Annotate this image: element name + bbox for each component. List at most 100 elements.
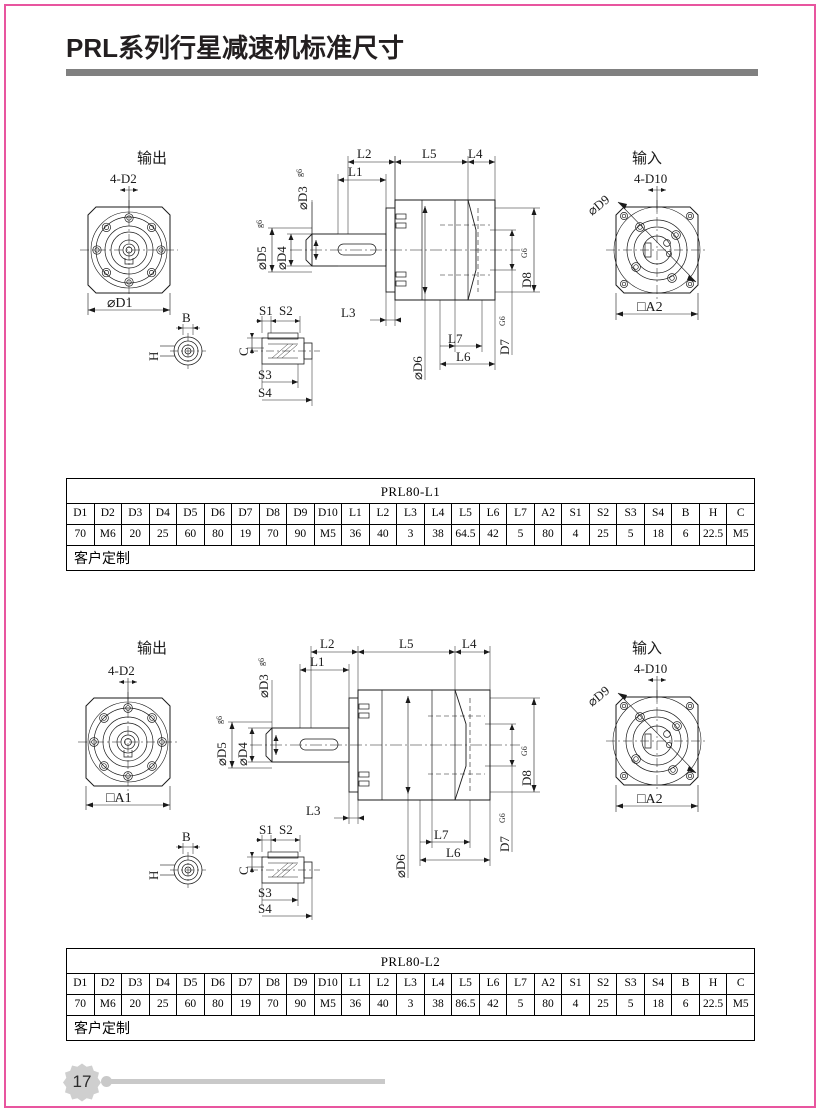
dim-s1-b: S1 (259, 822, 273, 837)
cell-value: 60 (176, 524, 205, 546)
svg-text:G6: G6 (520, 746, 529, 756)
table-title: PRL80-L2 (66, 948, 755, 974)
pitch-circle-top: ⌀D9 (584, 192, 612, 219)
dim-l2-b: L2 (320, 636, 334, 651)
bolt-callout-bottom-rear: 4-D10 (634, 661, 667, 676)
cell-value: 70 (258, 994, 288, 1016)
col-header: D5 (176, 973, 205, 995)
cell-value: 3 (396, 994, 425, 1016)
dim-d5-b: ⌀D5 (214, 742, 229, 766)
dim-d7-b: D7 (497, 836, 512, 852)
key-detail-top: B H (146, 303, 320, 406)
dim-l3-b: L3 (306, 803, 320, 818)
cell-value: 3 (396, 524, 425, 546)
cell-value: 42 (478, 994, 508, 1016)
col-header: L5 (451, 973, 480, 995)
col-header: S3 (616, 973, 645, 995)
dim-l6: L6 (456, 349, 471, 364)
col-header: S4 (643, 973, 673, 995)
dim-d4: ⌀D4 (274, 246, 289, 270)
dim-s3: S3 (258, 367, 272, 382)
col-header: S3 (616, 503, 645, 525)
cell-value: M5 (313, 994, 343, 1016)
footer-dot (101, 1076, 112, 1087)
cell-value: M6 (93, 994, 123, 1016)
dim-c-b: C (236, 866, 251, 875)
table-value-row: 70 M6 20 25 60 80 19 70 90 M5 36 40 3 38… (66, 994, 755, 1016)
dim-d3: ⌀D3 (295, 186, 310, 210)
key-detail-bottom: B H (146, 822, 320, 920)
col-header: L3 (396, 973, 425, 995)
cell-value: 6 (671, 524, 700, 546)
dim-l4: L4 (468, 146, 483, 161)
cell-value: 19 (231, 524, 260, 546)
svg-text:G6: G6 (520, 248, 529, 258)
drawing-top: 输出 输入 (0, 130, 820, 420)
cell-value: 5 (506, 994, 535, 1016)
page-number-badge: 17 (62, 1062, 102, 1102)
col-header: S1 (561, 973, 590, 995)
col-header: L2 (368, 503, 398, 525)
col-header: H (698, 503, 728, 525)
cell-value: 18 (643, 524, 673, 546)
dim-l2: L2 (357, 146, 371, 161)
dim-d7: D7 (497, 339, 512, 355)
cell-value: 5 (506, 524, 535, 546)
col-header: D10 (313, 503, 343, 525)
svg-text:g6: g6 (215, 716, 224, 724)
cell-value: 70 (258, 524, 288, 546)
dim-s1: S1 (259, 303, 273, 318)
col-header: C (726, 503, 755, 525)
col-header: S1 (561, 503, 590, 525)
col-header: D8 (258, 503, 288, 525)
table-title: PRL80-L1 (66, 478, 755, 504)
col-header: D5 (176, 503, 205, 525)
cell-value: 19 (231, 994, 260, 1016)
col-header: D1 (66, 973, 95, 995)
cell-value: 70 (66, 994, 95, 1016)
dim-d3-b: ⌀D3 (256, 674, 271, 698)
cell-value: M5 (726, 994, 755, 1016)
input-side-label-bottom: 输入 (632, 640, 663, 657)
col-header: L5 (451, 503, 480, 525)
dim-s3-b: S3 (258, 885, 272, 900)
dim-l5: L5 (422, 146, 436, 161)
col-header: S2 (588, 503, 618, 525)
title-underline-bar (66, 69, 758, 76)
dim-c: C (236, 347, 251, 356)
cell-value: 22.5 (698, 994, 728, 1016)
cell-value: 25 (148, 524, 178, 546)
cell-value: 64.5 (451, 524, 480, 546)
col-header: D7 (231, 503, 260, 525)
cell-value: 80 (533, 994, 563, 1016)
dim-h: H (146, 352, 161, 361)
cell-value: 5 (616, 524, 645, 546)
dim-l1-b: L1 (310, 654, 324, 669)
col-header: D7 (231, 973, 260, 995)
table-note: 客户定制 (66, 1015, 755, 1041)
dim-s2: S2 (279, 303, 293, 318)
output-side-label-bottom: 输出 (137, 640, 168, 657)
col-header: D3 (121, 503, 150, 525)
col-header: L1 (341, 503, 370, 525)
col-header: B (671, 973, 700, 995)
col-header: S4 (643, 503, 673, 525)
col-header: D8 (258, 973, 288, 995)
gear-badge-icon (62, 1063, 101, 1102)
front-view-top: 4-D2 ⌀D1 (80, 171, 178, 315)
table-header-row: D1 D2 D3 D4 D5 D6 D7 D8 D9 D10 L1 L2 L3 … (66, 503, 755, 525)
col-header: D10 (313, 973, 343, 995)
dim-b: B (182, 310, 191, 325)
svg-text:g6: g6 (257, 658, 266, 666)
col-header: L1 (341, 973, 370, 995)
col-header: D6 (203, 503, 233, 525)
rear-view-bottom: 4-D10 ⌀D9 □A2 (584, 661, 708, 812)
cell-value: 38 (423, 524, 453, 546)
dim-h-b: H (146, 871, 161, 880)
dim-d4-b: ⌀D4 (235, 742, 250, 766)
dim-d5: ⌀D5 (254, 246, 269, 270)
cell-value: 86.5 (451, 994, 480, 1016)
cell-value: 6 (671, 994, 700, 1016)
cell-value: 4 (561, 994, 590, 1016)
dim-l7-b: L7 (434, 827, 449, 842)
